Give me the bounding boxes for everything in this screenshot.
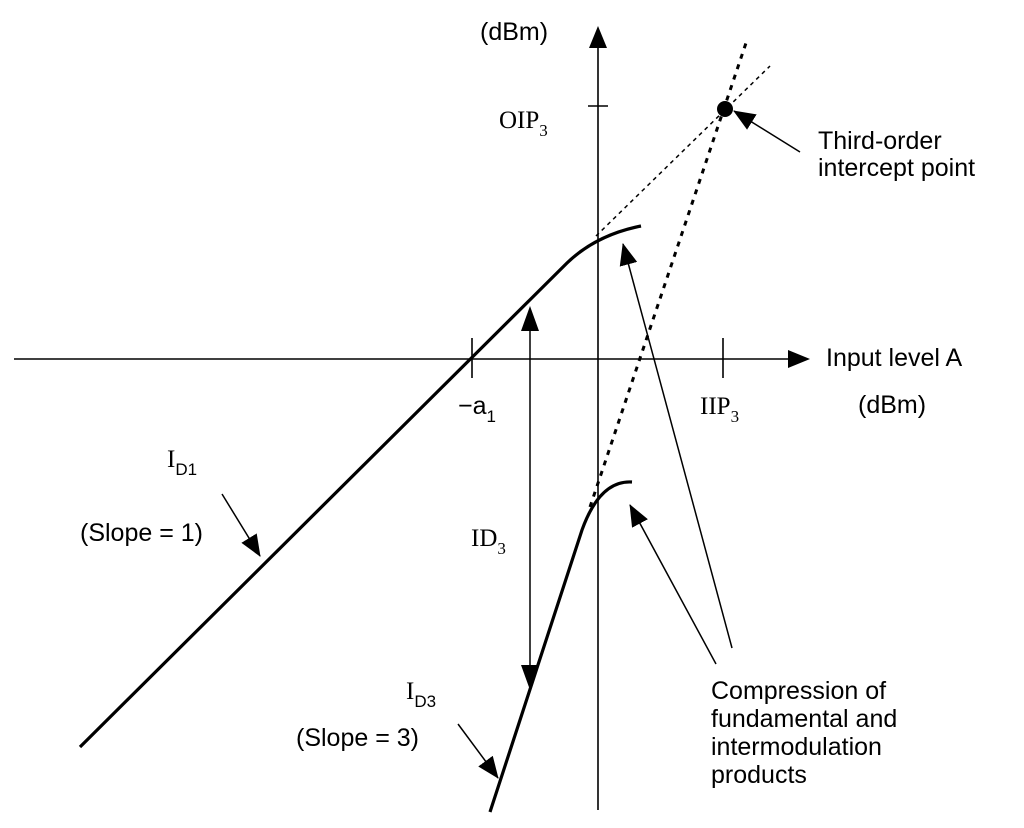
x-axis-title: Input level A (826, 344, 963, 372)
a1-label: −a1 (458, 392, 496, 426)
intercept-pointer (733, 110, 801, 153)
id3-gap-label: ID3 (471, 525, 506, 558)
compression-annotation-line2: fundamental and (711, 705, 897, 733)
compression-annotation-line1: Compression of (711, 677, 886, 705)
y-axis (589, 26, 607, 810)
fundamental-curve (78, 224, 642, 749)
id3-slope-label: (Slope = 3) (296, 724, 419, 752)
y-axis-unit: (dBm) (480, 18, 548, 46)
fundamental-extrapolation (595, 65, 771, 237)
slope1-pointer (221, 493, 261, 557)
compression-annotation-line4: products (711, 761, 807, 789)
intercept-annotation-line2: intercept point (818, 154, 975, 182)
intercept-annotation-line1: Third-order (818, 127, 942, 155)
x-axis (14, 350, 810, 368)
compression-pointer-intermod (629, 504, 717, 665)
y-axis-arrowhead (589, 26, 607, 48)
id1-slope-label: (Slope = 1) (80, 519, 203, 547)
intercept-point (717, 101, 733, 117)
oip3-label: OIP3 (499, 107, 548, 140)
x-axis-arrowhead (788, 350, 810, 368)
id3-gap-arrow (521, 306, 539, 690)
id3-label: ID3 (406, 678, 436, 711)
id1-label: ID1 (167, 446, 197, 479)
third-order-curve (488, 480, 633, 813)
compression-pointer-fundamental (619, 243, 733, 649)
compression-annotation-line3: intermodulation (711, 733, 882, 761)
third-order-extrapolation (588, 39, 749, 508)
iip3-label: IIP3 (700, 393, 739, 426)
slope3-pointer (457, 723, 499, 779)
x-axis-unit: (dBm) (858, 391, 926, 419)
